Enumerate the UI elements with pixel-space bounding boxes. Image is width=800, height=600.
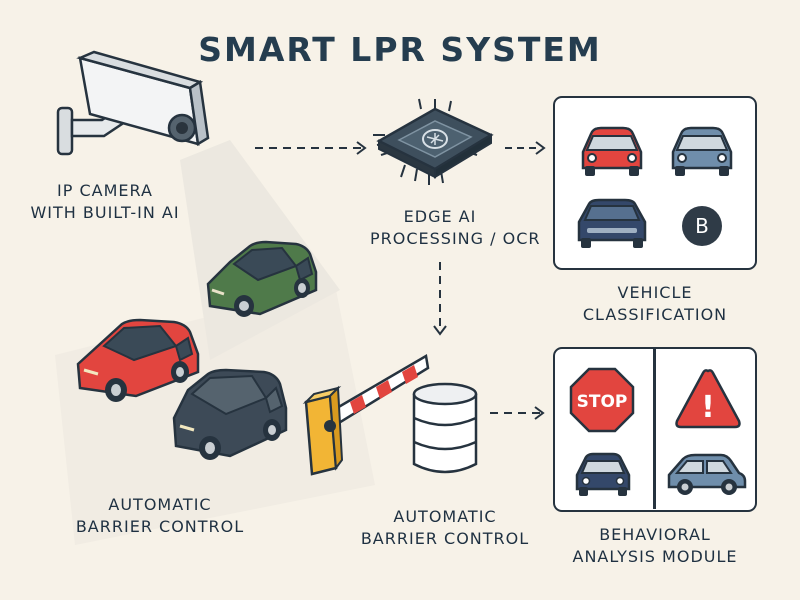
navy-car-icon <box>577 198 647 248</box>
green-car-icon <box>206 240 318 317</box>
red-car-icon <box>581 126 643 176</box>
database-icon <box>412 382 478 474</box>
ai-chip-icon <box>373 98 494 185</box>
dark-suv-icon <box>172 368 288 460</box>
stop-sign-icon: STOP <box>569 367 635 433</box>
arrow-camera-to-edge <box>255 141 367 155</box>
panel-divider <box>653 349 656 509</box>
boom-barrier-icon <box>302 354 430 476</box>
sedan-side-icon <box>667 453 747 495</box>
security-camera-icon <box>56 50 210 156</box>
small-car-icon <box>575 452 631 496</box>
red-car-road-icon <box>76 318 200 402</box>
blue-car-icon <box>671 126 733 176</box>
badge-letter: B <box>695 214 709 238</box>
stop-sign-text: STOP <box>577 392 628 412</box>
classification-badge: B <box>682 206 722 246</box>
warning-sign-icon: ! <box>675 369 741 429</box>
arrow-edge-to-database <box>433 262 447 336</box>
arrow-database-to-behavior <box>490 406 545 420</box>
page-title: SMART LPR SYSTEM <box>198 30 602 69</box>
behavioral-analysis-panel: STOP ! <box>553 347 757 512</box>
arrow-edge-to-classification <box>505 141 546 155</box>
warning-mark: ! <box>701 390 715 425</box>
vehicle-classification-panel: B <box>553 96 757 270</box>
